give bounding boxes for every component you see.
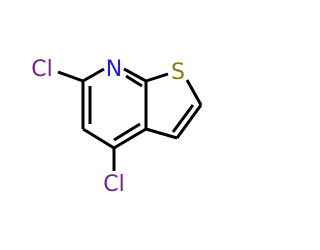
bond-n7-c7a (123, 67, 147, 83)
bond-c3-c3a (145, 127, 178, 140)
nitrogen-atom: N (106, 57, 122, 82)
bond-c3a-c4-inner (113, 122, 141, 142)
bonds (57, 67, 203, 171)
bond-c3a-c4 (113, 127, 147, 150)
sulfur-atom: S (171, 60, 185, 85)
bond-n7-c7a-inner (125, 74, 143, 88)
bond-c2-c3-inner (171, 104, 195, 133)
bond-c4-c5 (82, 127, 115, 150)
bond-c2-c3 (175, 104, 203, 139)
chlorine-atom-top: Cl (31, 57, 52, 82)
bond-c6-cl (57, 70, 84, 83)
bond-c6-n7 (82, 67, 105, 83)
chlorine-atom-bottom: Cl (103, 172, 124, 197)
bond-c7a-s1 (145, 72, 169, 83)
bond-s1-c2 (185, 79, 203, 106)
molecule-structure: Cl N S Cl (31, 57, 203, 197)
